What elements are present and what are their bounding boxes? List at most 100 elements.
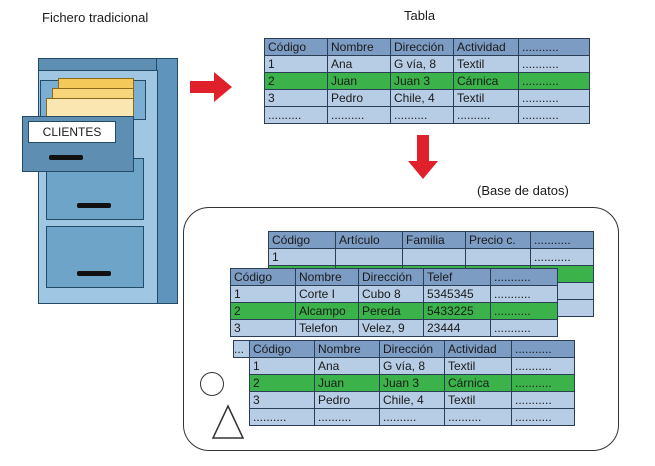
cell: 23444 [423,319,491,337]
cell: Ana [314,357,380,375]
drawer-handle [77,271,111,276]
cell: Pedro [314,391,380,409]
table-row: 3 Pedro Chile, 4 Textil ........... [264,89,590,107]
base-de-datos-label: (Base de datos) [477,183,569,198]
cell: 1 [230,285,296,303]
arrow-right-icon [190,72,232,102]
cell: ........... [518,89,590,107]
cell: ........... [518,106,590,124]
cell: .......... [444,408,512,426]
table-row: 3 Telefon Velez, 9 23444 ........... [230,319,558,337]
cell: .......... [327,106,391,124]
cell: ........... [511,391,575,409]
cell [335,248,403,266]
cell: Textil [453,89,519,107]
header-cell: Familia [402,231,466,249]
header-cell: Precio c. [465,231,531,249]
cell: Pereda [358,302,424,320]
header-cell: Dirección [379,340,445,358]
cell: 3 [249,391,315,409]
cell: ........... [490,319,558,337]
cell: .......... [264,106,328,124]
cell: 3 [264,89,328,107]
header-cell: Actividad [453,38,519,56]
cell: ........... [530,248,594,266]
table-row: 1 Corte I Cubo 8 5345345 ........... [230,285,558,303]
tabla-top: Código Nombre Dirección Actividad ......… [264,38,590,124]
header-cell: ........... [530,231,594,249]
cell: 1 [268,248,336,266]
triangle-icon [211,404,245,439]
cell: 2 [249,374,315,392]
header-cell: Código [268,231,336,249]
table-row: 1 Ana G vía, 8 Textil ........... [249,357,575,375]
clientes-card: CLIENTES [28,121,116,143]
cell: 5345345 [423,285,491,303]
cell: 1 [249,357,315,375]
cell: Cárnica [453,72,519,90]
tabla-clientes: Código Nombre Dirección Actividad ......… [249,340,575,426]
table-header-row: Código Artículo Familia Precio c. ......… [268,231,594,249]
table-row: .......... .......... .......... .......… [264,106,590,124]
cell: Velez, 9 [358,319,424,337]
cell: ........... [518,55,590,73]
circle-icon [200,372,224,396]
header-cell: Nombre [327,38,391,56]
cell: Pedro [327,89,391,107]
header-cell: Código [264,38,328,56]
cell: G vía, 8 [390,55,454,73]
table-row: 1 Ana G vía, 8 Textil ........... [264,55,590,73]
cell: ........... [490,285,558,303]
cell [402,248,466,266]
cell: 2 [230,302,296,320]
cabinet-side [156,58,178,304]
cell: ........... [518,72,590,90]
header-cell: Código [230,268,296,286]
header-cell: Nombre [295,268,359,286]
cell: ........... [511,357,575,375]
cell: Juan 3 [379,374,445,392]
tabla-label: Tabla [404,8,436,23]
cell: .......... [314,408,380,426]
tabla-proveedores: Código Nombre Dirección Telef ..........… [230,268,558,337]
table-row: .......... .......... .......... .......… [249,408,575,426]
cell: 2 [264,72,328,90]
cell: Chile, 4 [379,391,445,409]
cell: Juan 3 [390,72,454,90]
cell: Cubo 8 [358,285,424,303]
header-cell: Dirección [358,268,424,286]
cell: Textil [444,357,512,375]
cell: Chile, 4 [390,89,454,107]
cell: 1 [264,55,328,73]
cell: ........... [511,408,575,426]
cell: .......... [453,106,519,124]
cell: Alcampo [295,302,359,320]
header-cell: Actividad [444,340,512,358]
cell: G vía, 8 [379,357,445,375]
cell: Juan [314,374,380,392]
header-cell: ........... [511,340,575,358]
table-header-row: Código Nombre Dirección Actividad ......… [264,38,590,56]
cell: Corte I [295,285,359,303]
cell: Telefon [295,319,359,337]
cell [465,248,531,266]
table-row: 3 Pedro Chile, 4 Textil ........... [249,391,575,409]
arrow-down-icon [408,135,438,179]
table-header-row: Código Nombre Dirección Telef ..........… [230,268,558,286]
table-row-highlighted: 2 Alcampo Pereda 5433225 ........... [230,302,558,320]
cell: ........... [490,302,558,320]
cell: Textil [453,55,519,73]
cell: Ana [327,55,391,73]
fichero-label: Fichero tradicional [42,10,149,25]
cell: ........... [511,374,575,392]
cell: .......... [379,408,445,426]
header-cell: Dirección [390,38,454,56]
cell: .......... [390,106,454,124]
header-cell: Telef [423,268,491,286]
cell: 5433225 [423,302,491,320]
header-cell: ........... [518,38,590,56]
drawer-handle [49,155,83,160]
header-cell: ........... [490,268,558,286]
cell: Juan [327,72,391,90]
cell: Textil [444,391,512,409]
